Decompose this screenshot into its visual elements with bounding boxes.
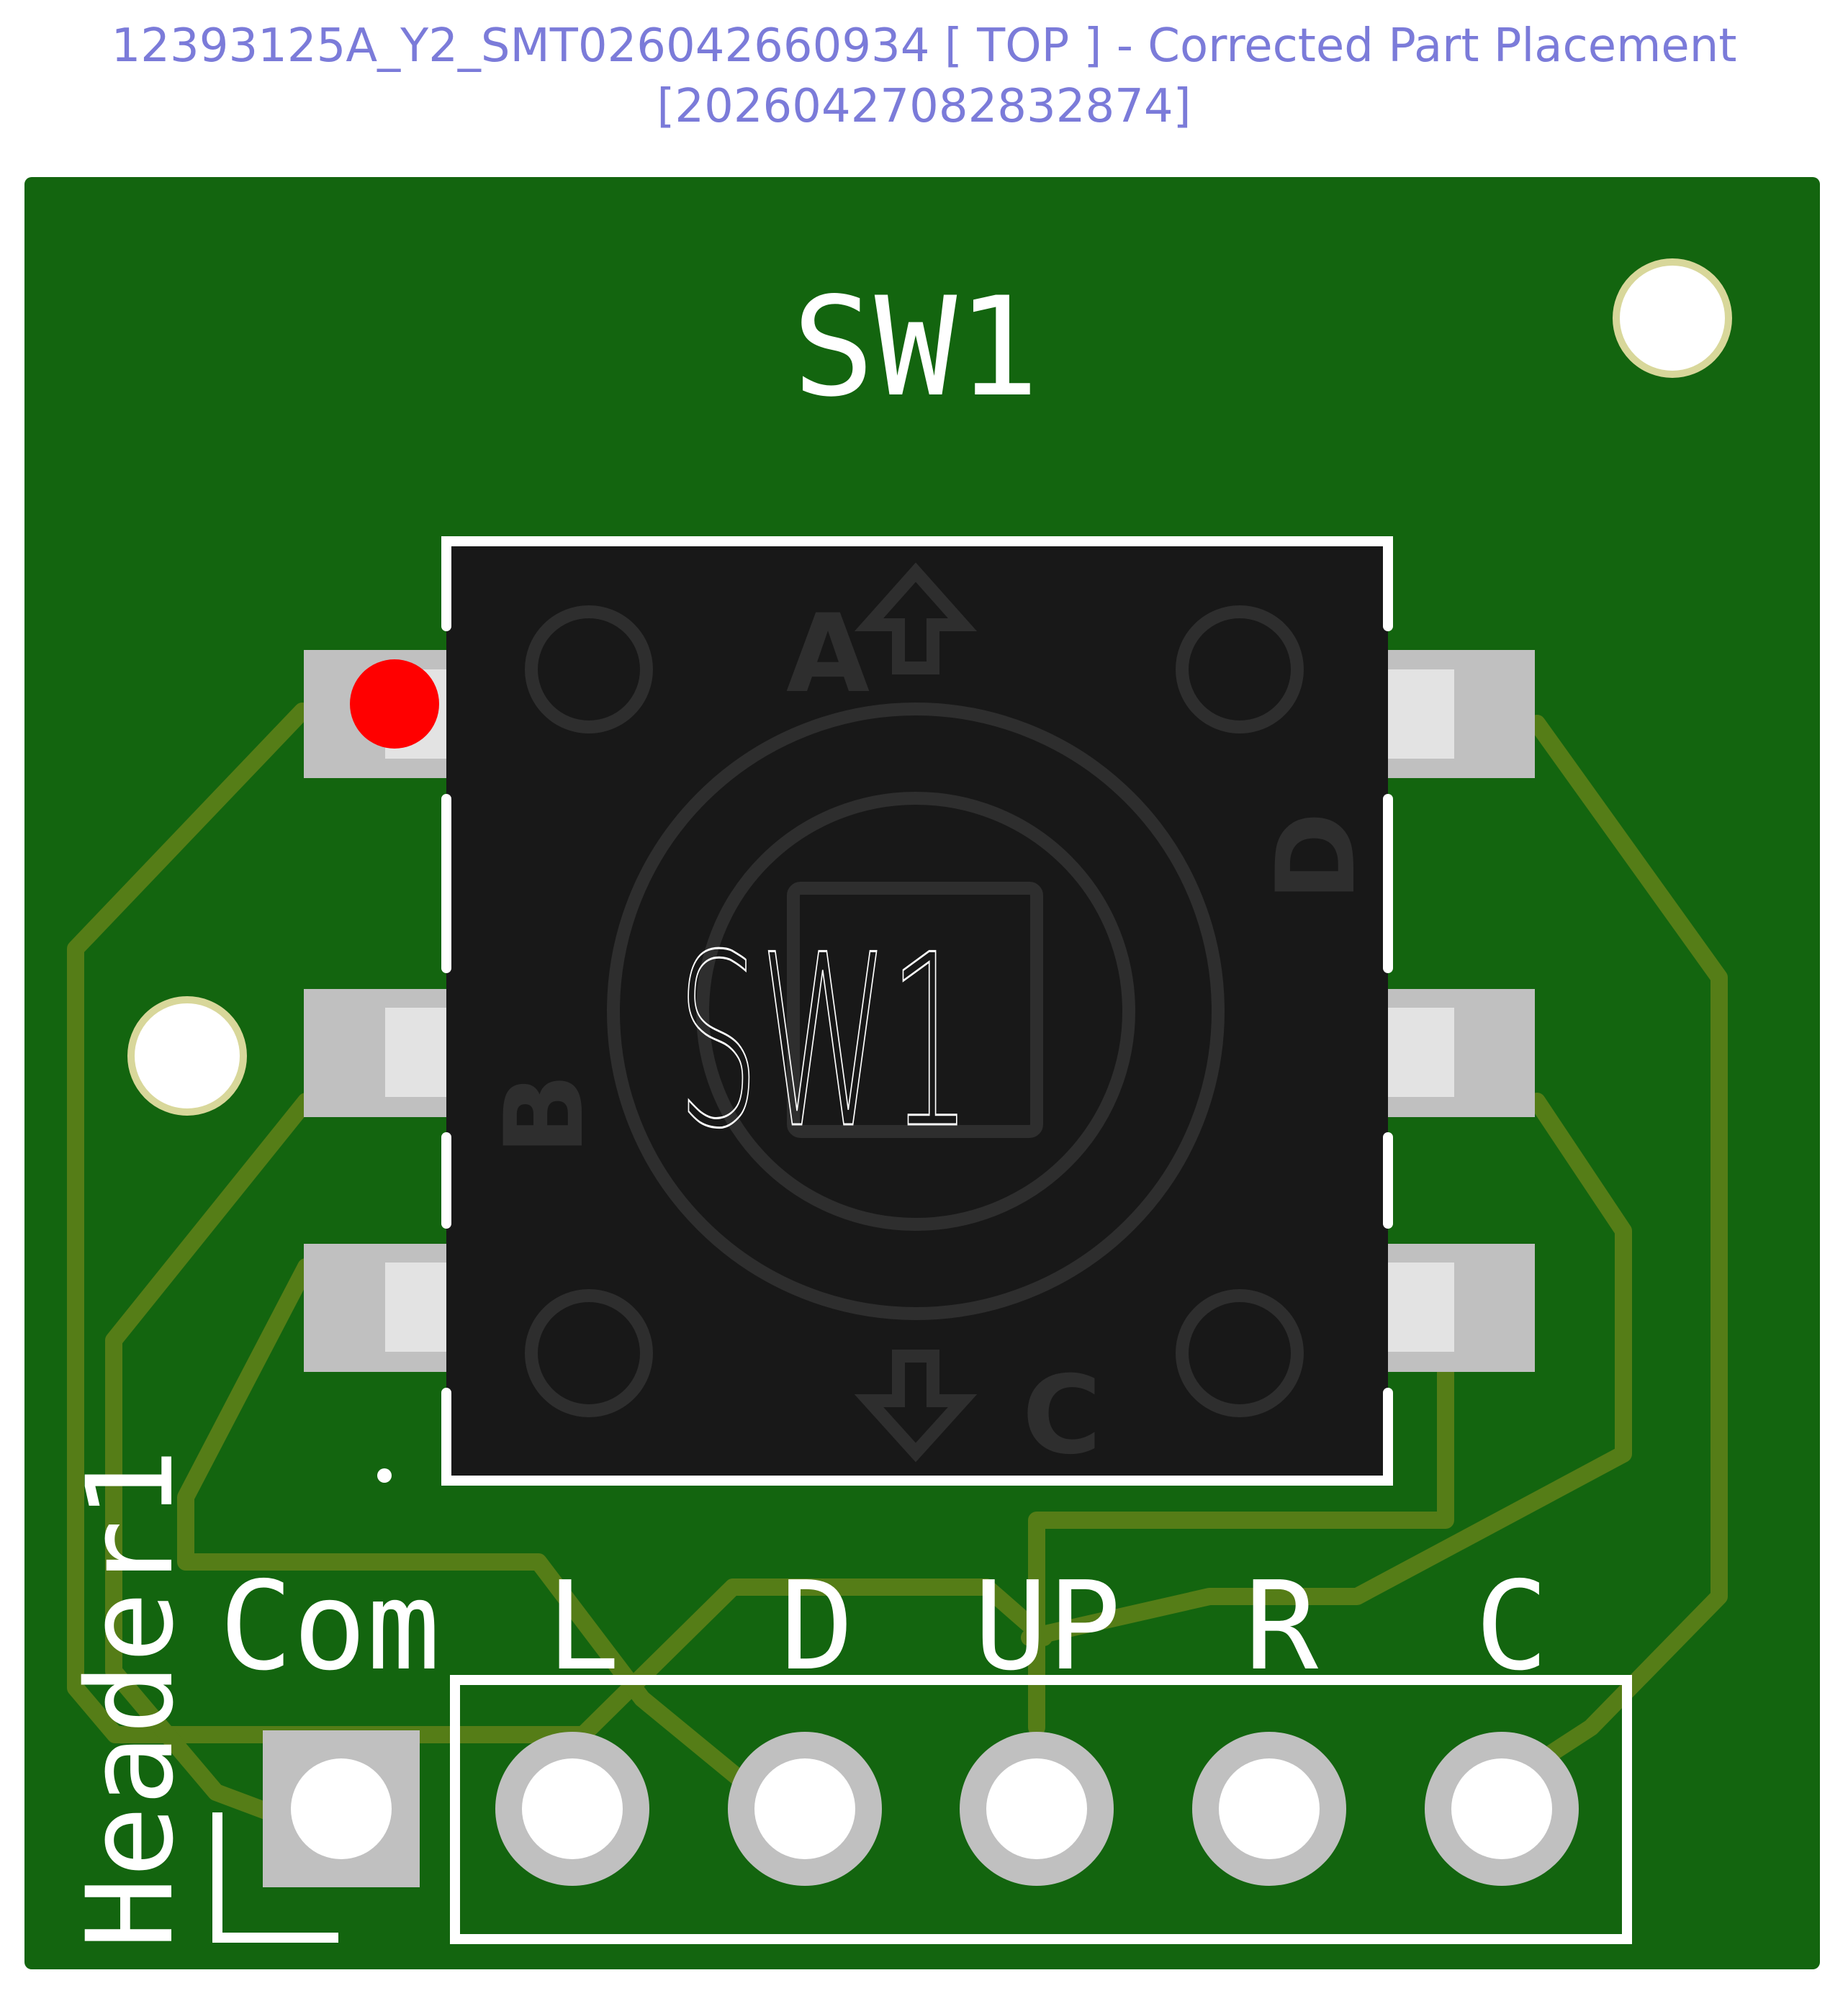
switch-ref-label: SW1 bbox=[792, 268, 1039, 427]
switch-body-marks bbox=[525, 562, 1304, 1463]
trace-pin6 bbox=[1028, 1359, 1454, 1736]
header-outline bbox=[450, 1675, 1632, 1944]
trace-pin5 bbox=[1021, 1093, 1632, 1646]
switch-body bbox=[446, 541, 1388, 1481]
dir-label-a: A bbox=[786, 592, 870, 717]
header-pin1-dot bbox=[377, 1468, 392, 1483]
title-line-1: 12393125A_Y2_SMT026042660934 [ TOP ] - C… bbox=[111, 19, 1737, 73]
switch-dir-labels: A C D B bbox=[482, 592, 1379, 1478]
dir-label-c: C bbox=[1022, 1353, 1101, 1478]
pin-label-r: R bbox=[1245, 1555, 1319, 1698]
pin1-marker bbox=[350, 659, 439, 749]
mount-hole-top-right bbox=[1613, 258, 1732, 378]
switch-value-label: SW1 bbox=[677, 904, 972, 1180]
pin-label-l: L bbox=[546, 1555, 620, 1698]
header-pin-2-hole bbox=[522, 1758, 623, 1859]
header-pin-3-hole bbox=[754, 1758, 855, 1859]
mount-hole-left bbox=[127, 996, 247, 1116]
header-ref-label: Header1 bbox=[61, 1448, 199, 1948]
trace-pin2 bbox=[105, 1093, 315, 1822]
arrow-down-icon bbox=[854, 1350, 978, 1463]
header-pin-4-hole bbox=[986, 1758, 1087, 1859]
title-line-2: [20260427082832874] bbox=[657, 80, 1191, 133]
pin-label-com: Com bbox=[219, 1555, 440, 1698]
inner-ring bbox=[696, 792, 1135, 1231]
header-corner-mark bbox=[212, 1812, 338, 1943]
outer-ring bbox=[607, 703, 1225, 1320]
arrow-up-icon bbox=[854, 562, 978, 674]
switch-outline bbox=[441, 536, 1393, 1486]
mounting-holes bbox=[127, 258, 1732, 1116]
corner-circle-tr bbox=[1176, 605, 1304, 733]
pin-label-c: C bbox=[1475, 1555, 1549, 1698]
corner-circle-br bbox=[1176, 1289, 1304, 1417]
header-pin-6-hole bbox=[1451, 1758, 1552, 1859]
dir-label-b: B bbox=[482, 1073, 608, 1155]
corner-circle-tl bbox=[525, 605, 653, 733]
trace-pin4 bbox=[1510, 715, 1728, 1783]
header-pins bbox=[263, 1730, 1579, 1887]
traces bbox=[67, 703, 1728, 1822]
pin-label-up: UP bbox=[974, 1555, 1122, 1698]
dir-label-d: D bbox=[1254, 812, 1379, 902]
header-pin-labels: Com L D UP R C bbox=[219, 1555, 1549, 1698]
pin-label-d: D bbox=[780, 1555, 854, 1698]
header-pin-5-hole bbox=[1219, 1758, 1320, 1859]
corner-circle-bl bbox=[525, 1289, 653, 1417]
header-pin-1-hole bbox=[291, 1758, 392, 1859]
trace-pin3 bbox=[177, 1258, 765, 1801]
center-square bbox=[787, 882, 1043, 1138]
